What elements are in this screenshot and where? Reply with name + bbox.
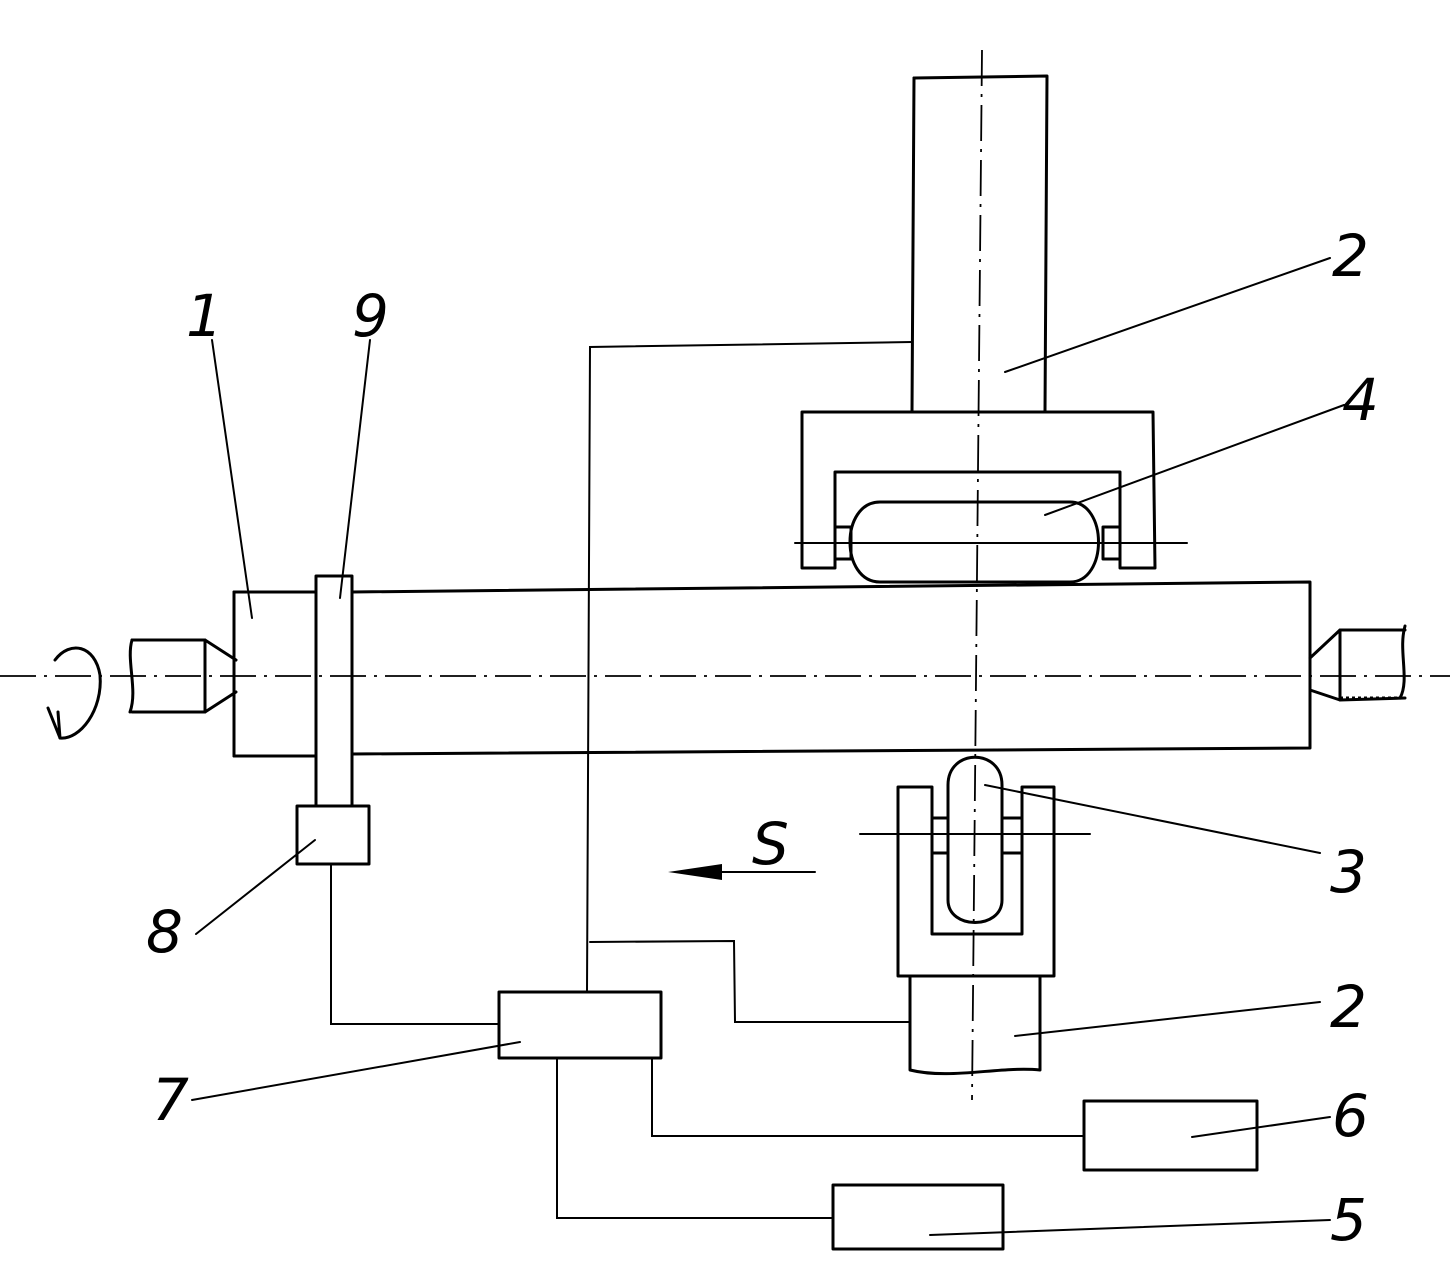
upper-roller-holder-2 xyxy=(800,74,1157,570)
label-3: 3 xyxy=(1330,838,1367,906)
leader-9 xyxy=(339,339,371,599)
lower-roller-3 xyxy=(930,755,1024,924)
leader-4 xyxy=(1044,404,1345,516)
label-2-upper: 2 xyxy=(1332,222,1369,290)
label-8: 8 xyxy=(146,898,183,966)
label-1: 1 xyxy=(186,282,223,350)
roller-vertical-axis-line xyxy=(971,49,983,1101)
lower-roller-holder-2 xyxy=(896,785,1056,1076)
upper-roller-4 xyxy=(833,500,1122,584)
wire-7-to-lower-holder xyxy=(589,939,911,1023)
unit-5 xyxy=(831,1183,1005,1251)
wire-7-to-5 xyxy=(556,1057,834,1219)
measuring-ring-9 xyxy=(314,574,354,808)
leader-6 xyxy=(1191,1116,1331,1138)
right-center-spindle xyxy=(1308,624,1407,702)
label-2-lower: 2 xyxy=(1330,973,1367,1041)
leader-2-lower xyxy=(1014,1001,1321,1037)
leader-5 xyxy=(929,1219,1331,1236)
unit-6 xyxy=(1082,1099,1259,1172)
wire-7-to-upper-holder xyxy=(586,341,913,993)
label-6: 6 xyxy=(1332,1082,1369,1150)
leader-1 xyxy=(211,339,253,619)
sensor-block-8 xyxy=(295,804,371,866)
label-4: 4 xyxy=(1342,366,1379,434)
label-5: 5 xyxy=(1330,1186,1367,1254)
left-center-spindle xyxy=(128,638,238,714)
label-9: 9 xyxy=(352,282,389,350)
leader-8 xyxy=(195,839,316,935)
leader-2-upper xyxy=(1004,257,1331,373)
label-feed-s: S xyxy=(752,810,789,878)
leader-7 xyxy=(191,1041,521,1101)
wire-7-to-6 xyxy=(651,1057,1085,1137)
label-7: 7 xyxy=(152,1066,189,1134)
control-unit-7 xyxy=(497,990,663,1060)
wire-8-to-7 xyxy=(330,863,500,1025)
rotation-arrowhead-icon xyxy=(46,706,62,740)
leader-3 xyxy=(984,784,1321,854)
feed-arrowhead-icon xyxy=(668,864,722,880)
rotation-arrow-icon xyxy=(53,646,102,740)
workpiece-shaft xyxy=(232,580,1312,758)
